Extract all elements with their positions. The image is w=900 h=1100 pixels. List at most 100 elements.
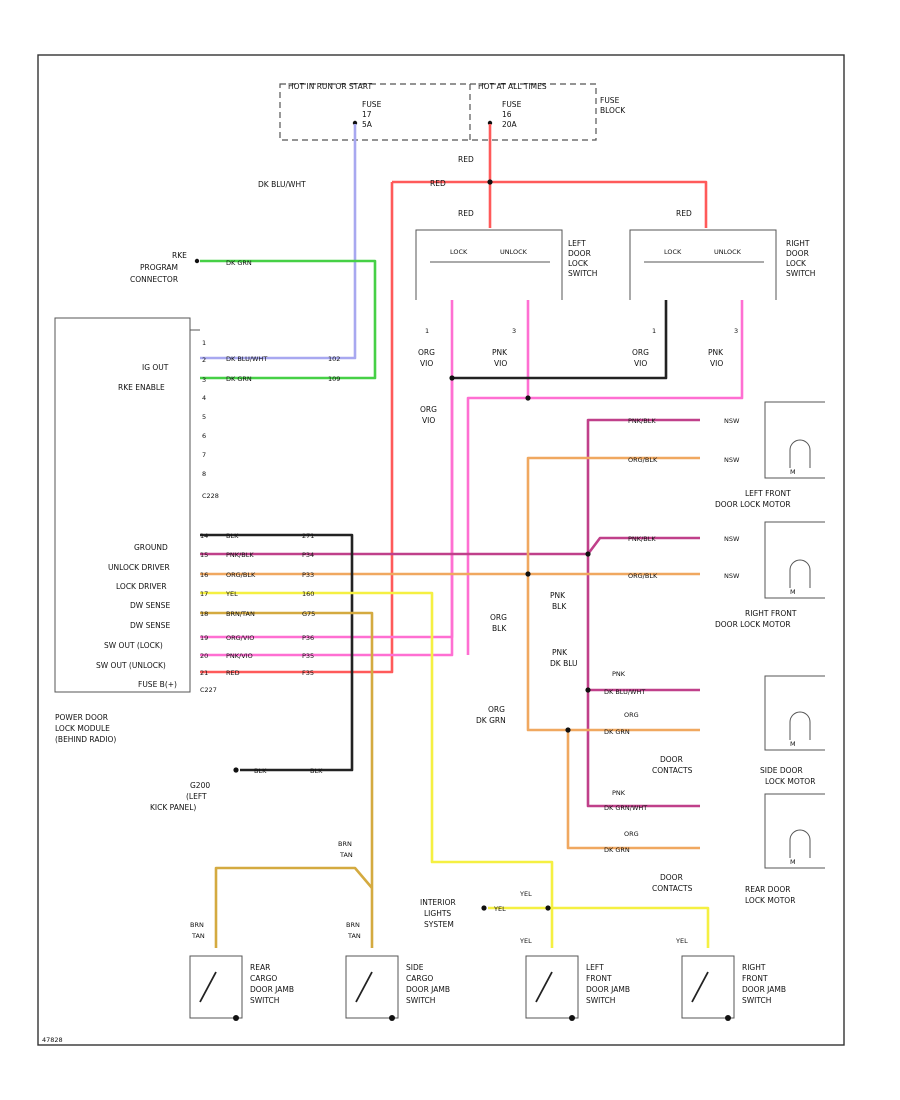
power-door-lock-module: 1 2 3 4 5 6 7 8 IG OUT RKE ENABLE C228 G… [54,317,219,744]
tan-label-2: TAN [191,932,205,940]
wire-pnk-blk-down [586,554,700,808]
module-pin-17: 17 [200,590,208,598]
blk-label-v2: BLK [552,602,567,611]
dk-blu-wht-label: DK BLU/WHT [258,180,306,189]
rke-wire-label: DK GRN [226,259,252,267]
ground-label: G200 [190,781,210,790]
module-name-3: (BEHIND RADIO) [55,735,116,744]
wire-org-vio-module [200,378,454,639]
org-blk-label-2: ORG/BLK [628,572,658,580]
right-switch-unlock-label: UNLOCK [714,248,742,256]
pnk-label-3: PNK [550,591,566,600]
hot-run-start-label: HOT IN RUN OR START [288,82,372,91]
interior-label-1: INTERIOR [420,898,456,907]
left-door-lock-label-3: LOCK [568,259,589,268]
interior-yel-label: YEL [493,905,506,913]
ground-blk-label-2: BLK [310,767,323,775]
module-pin-8: 8 [202,470,206,478]
wire-pnk-vio-left [200,300,454,657]
left-front-door-jamb-switch: LEFT FRONT DOOR JAMB SWITCH [525,955,630,1021]
jamb3-label-2: FRONT [586,974,612,983]
org-label-3: ORG [420,405,437,414]
door-contacts-label-1: DOOR [660,755,683,764]
wire-label-yel: YEL [225,590,238,598]
module-pin-21: 21 [200,669,208,677]
wire-pin-102: 102 [328,355,340,363]
ground-label: GROUND [134,543,168,552]
wire-red-module [200,182,394,674]
right-switch-pin3: 3 [734,327,738,335]
left-switch-pin3: 3 [512,327,516,335]
wire-pin-p35: P35 [302,652,314,660]
wire-pin-p33: P33 [302,571,314,579]
nsw-label-4: NSW [724,572,740,580]
ig-out-label: IG OUT [142,363,169,372]
door-contacts-label-3: DOOR [660,873,683,882]
dw-sense-label-1: DW SENSE [130,601,170,610]
wire-label-pnk-blk: PNK/BLK [226,551,254,559]
wire-yel [200,591,554,948]
rear-door-lock-motor: M REAR DOOR LOCK MOTOR [745,793,825,905]
dw-sense-label-2: DW SENSE [130,621,170,630]
diagram-frame [37,54,845,1046]
module-pin-14: 14 [200,532,208,540]
left-door-lock-label: LEFT [568,239,586,248]
brn-label-2: BRN [190,921,204,929]
jamb2-label-4: SWITCH [406,996,435,1005]
right-front-door-lock-motor: M RIGHT FRONT DOOR LOCK MOTOR [715,521,825,629]
pnk-blk-label-2: PNK/BLK [628,535,656,543]
fuse-16-number: 16 [502,110,512,119]
sw-out-unlock-label: SW OUT (UNLOCK) [96,661,166,670]
side-motor-label-1: SIDE DOOR [760,766,803,775]
jamb3-label-1: LEFT [586,963,604,972]
dk-grn-label-v: DK GRN [476,716,506,725]
sw-out-lock-label: SW OUT (LOCK) [104,641,163,650]
dk-grn-wht-label: DK GRN/WHT [604,804,647,812]
red-label-4: RED [676,209,692,218]
motor-m-2: M [790,588,796,596]
pnk-dkblu-wire-label: DK BLU/WHT [604,688,645,696]
side-door-lock-motor: M SIDE DOOR LOCK MOTOR [760,675,825,786]
fuse-block: HOT IN RUN OR START HOT AT ALL TIMES FUS… [279,82,626,141]
fuse-block-label-2: BLOCK [600,106,626,115]
brn-label-3: BRN [346,921,360,929]
module-wire-labels: DK BLU/WHT 102 DK GRN 109 BLK 271 PNK/BL… [225,355,340,677]
jamb2-label-3: DOOR JAMB [406,985,450,994]
wire-label-red: RED [226,669,240,677]
yel-label-top: YEL [519,890,532,898]
module-pin-20: 20 [200,652,208,660]
wire-org-vio-bus [452,300,668,380]
fuse-17-rating: 5A [362,120,373,129]
yel-label-right: YEL [675,937,688,945]
hot-all-times-label: HOT AT ALL TIMES [478,82,547,91]
left-front-door-lock-motor: M LEFT FRONT DOOR LOCK MOTOR [715,401,825,509]
jamb1-label-1: REAR [250,963,270,972]
wire-org-blk-down [526,574,700,732]
right-door-lock-label-3: LOCK [786,259,807,268]
unlock-driver-label: UNLOCK DRIVER [108,563,170,572]
module-name-1: POWER DOOR [55,713,108,722]
fuse-bplus-label: FUSE B(+) [138,680,177,689]
wire-pin-f35: F35 [302,669,314,677]
rke-program-connector: RKE PROGRAM CONNECTOR DK GRN [130,251,252,284]
org-label-6: ORG [624,711,639,719]
module-pin-16: 16 [200,571,208,579]
connector-c227: C227 [200,686,217,694]
org-label-7: ORG [624,830,639,838]
wire-label-pnk-vio: PNK/VIO [226,652,253,660]
lock-driver-label: LOCK DRIVER [116,582,167,591]
module-pin-15: 15 [200,551,208,559]
wire-pin-p36: P36 [302,634,314,642]
motor-m-3: M [790,740,796,748]
wire-pin-109: 109 [328,375,340,383]
left-door-lock-switch: LOCK UNLOCK 1 3 LEFT DOOR LOCK SWITCH [415,229,597,335]
vio-label-5: VIO [422,416,435,425]
interior-label-2: LIGHTS [424,909,451,918]
ground-loc-1: (LEFT [186,792,207,801]
wire-red-bus [392,180,708,228]
fuse-block-label: FUSE [600,96,620,105]
wire-pnk-vio-bus [466,300,744,655]
module-pin-1: 1 [202,339,206,347]
org-label-4: ORG [490,613,507,622]
pnk-label-5: PNK [612,670,626,678]
